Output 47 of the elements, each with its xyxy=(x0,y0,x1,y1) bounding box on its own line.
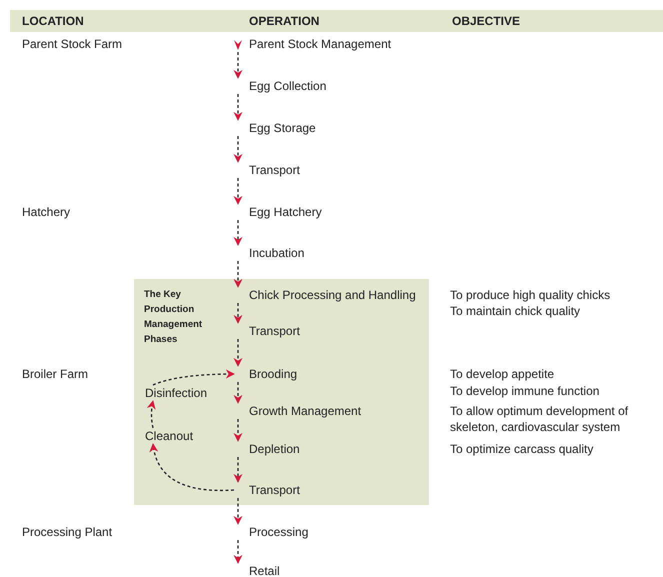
operation-label: Parent Stock Management xyxy=(234,36,404,52)
panel-heading: The Key Production Management Phases xyxy=(144,288,204,347)
location-label: Parent Stock Farm xyxy=(22,36,122,52)
operation-label: Transport xyxy=(234,323,344,339)
operation-label: Transport xyxy=(234,482,344,498)
objective-text: To develop immune function xyxy=(450,383,600,399)
operation-label: Processing xyxy=(234,524,344,540)
operation-label: Incubation xyxy=(234,245,344,261)
dashed-arrow xyxy=(152,370,235,386)
dashed-arrow xyxy=(234,303,242,324)
dashed-arrow xyxy=(234,498,242,525)
operation-label: Egg Storage xyxy=(234,120,344,136)
operation-label: Brooding xyxy=(234,366,344,382)
dashed-arrow xyxy=(234,540,242,564)
column-header: OBJECTIVE xyxy=(452,13,520,29)
objective-text: To produce high quality chicks xyxy=(450,287,610,303)
dashed-arrow xyxy=(234,178,242,205)
dashed-arrow xyxy=(234,419,242,442)
operation-label: Chick Processing and Handling xyxy=(234,287,424,303)
dashed-arrow xyxy=(234,261,242,288)
dashed-arrow xyxy=(234,136,242,163)
operation-label: Egg Hatchery xyxy=(234,204,344,220)
objective-text: To develop appetite xyxy=(450,366,554,382)
dashed-arrow xyxy=(234,52,242,79)
cleaning-step-label: Cleanout xyxy=(141,428,211,444)
location-label: Hatchery xyxy=(22,204,70,220)
objective-text: To optimize carcass quality xyxy=(450,441,594,457)
phase-panel xyxy=(134,279,429,505)
objective-text: To maintain chick quality xyxy=(450,303,580,319)
operation-label: Egg Collection xyxy=(234,78,344,94)
column-header: OPERATION xyxy=(249,13,320,29)
objective-text: To allow optimum development of skeleton, cardiovascular system xyxy=(450,403,630,435)
location-label: Processing Plant xyxy=(22,524,112,540)
operation-label: Growth Management xyxy=(234,403,384,419)
column-header: LOCATION xyxy=(22,13,84,29)
location-label: Broiler Farm xyxy=(22,366,88,382)
dashed-arrow xyxy=(146,400,156,428)
cleaning-step-label: Disinfection xyxy=(141,385,221,401)
operation-label: Depletion xyxy=(234,441,344,457)
dashed-arrow xyxy=(234,457,242,483)
dashed-arrow xyxy=(234,339,242,367)
dashed-arrow xyxy=(234,94,242,121)
dashed-arrow xyxy=(234,220,242,246)
dashed-arrow xyxy=(234,382,242,404)
operation-label: Transport xyxy=(234,162,344,178)
operation-label: Retail xyxy=(234,563,344,577)
dashed-arrow xyxy=(150,443,234,492)
